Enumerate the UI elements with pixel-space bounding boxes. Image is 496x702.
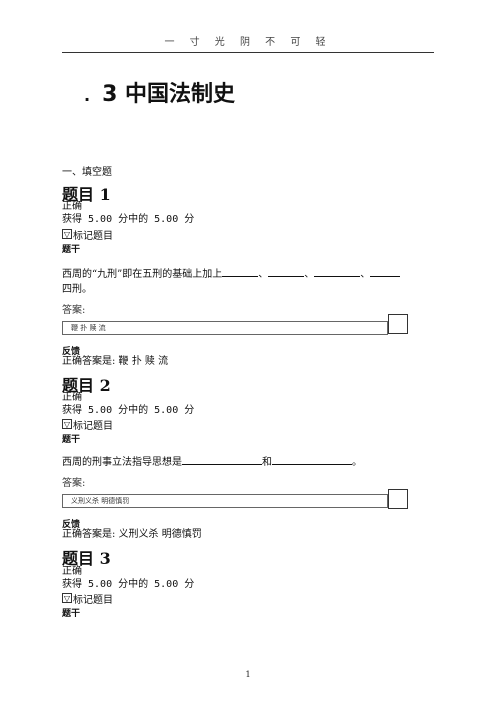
blank-3 <box>314 267 361 277</box>
blank-2 <box>272 455 352 465</box>
question-2-title: 题目 2 <box>62 376 111 395</box>
question-3-title: 题目 3 <box>62 549 111 568</box>
question-2-score: 获得 5.00 分中的 5.00 分 <box>62 405 195 416</box>
question-1-status: 正确 <box>62 201 82 212</box>
question-1-answer-input[interactable]: 鞭 扑 赎 流 <box>62 321 388 335</box>
question-1-title: 题目 1 <box>62 185 111 204</box>
title-text: 3 中国法制史 <box>102 82 236 107</box>
question-3-status: 正确 <box>62 566 82 577</box>
question-2-flag[interactable]: ▽ 标记题目 <box>62 418 113 432</box>
flag-icon[interactable]: ▽ <box>62 229 72 239</box>
header-divider <box>62 52 434 53</box>
blank-4 <box>370 267 401 277</box>
section-heading: 一、填空题 <box>62 167 112 178</box>
title-dot: . <box>84 86 91 105</box>
question-2-status: 正确 <box>62 392 82 403</box>
blank-1 <box>222 267 259 277</box>
question-1-check-box <box>388 314 408 334</box>
flag-icon[interactable]: ▽ <box>62 419 72 429</box>
question-2-flag-label: 标记题目 <box>73 420 113 432</box>
question-1-feedback-label: 反馈 <box>62 347 81 357</box>
question-1-flag-label: 标记题目 <box>73 230 113 242</box>
question-3-flag[interactable]: ▽ 标记题目 <box>62 592 113 606</box>
question-2-answer-input[interactable]: 义刑义杀 明德慎罚 <box>62 494 388 508</box>
question-2-text: 西周的刑事立法指导思想是和。 <box>62 455 362 468</box>
question-2-stem-label: 题干 <box>62 435 81 445</box>
question-1-answer-label: 答案: <box>62 305 86 316</box>
question-2-answer-label: 答案: <box>62 478 86 489</box>
question-3-score: 获得 5.00 分中的 5.00 分 <box>62 579 195 590</box>
page-number: 1 <box>245 670 251 679</box>
question-1-stem-label: 题干 <box>62 245 81 255</box>
blank-1 <box>182 455 262 465</box>
question-3-stem-label: 题干 <box>62 609 81 619</box>
flag-icon[interactable]: ▽ <box>62 593 72 603</box>
question-2-correct-answer: 正确答案是: 义刑义杀 明德慎罚 <box>62 529 202 540</box>
page-header: 一 寸 光 阴 不 可 轻 <box>164 37 332 48</box>
question-1-text: 西周的“九刑”即在五刑的基础上加上、、、 四刑。 <box>62 267 434 297</box>
question-1-correct-answer: 正确答案是: 鞭 扑 赎 流 <box>62 356 169 367</box>
document-title: . 3 中国法制史 <box>84 76 235 108</box>
question-3-flag-label: 标记题目 <box>73 594 113 606</box>
question-1-flag[interactable]: ▽ 标记题目 <box>62 228 113 242</box>
question-1-score: 获得 5.00 分中的 5.00 分 <box>62 214 195 225</box>
blank-2 <box>268 267 305 277</box>
question-2-check-box <box>388 489 408 509</box>
question-2-feedback-label: 反馈 <box>62 520 81 530</box>
